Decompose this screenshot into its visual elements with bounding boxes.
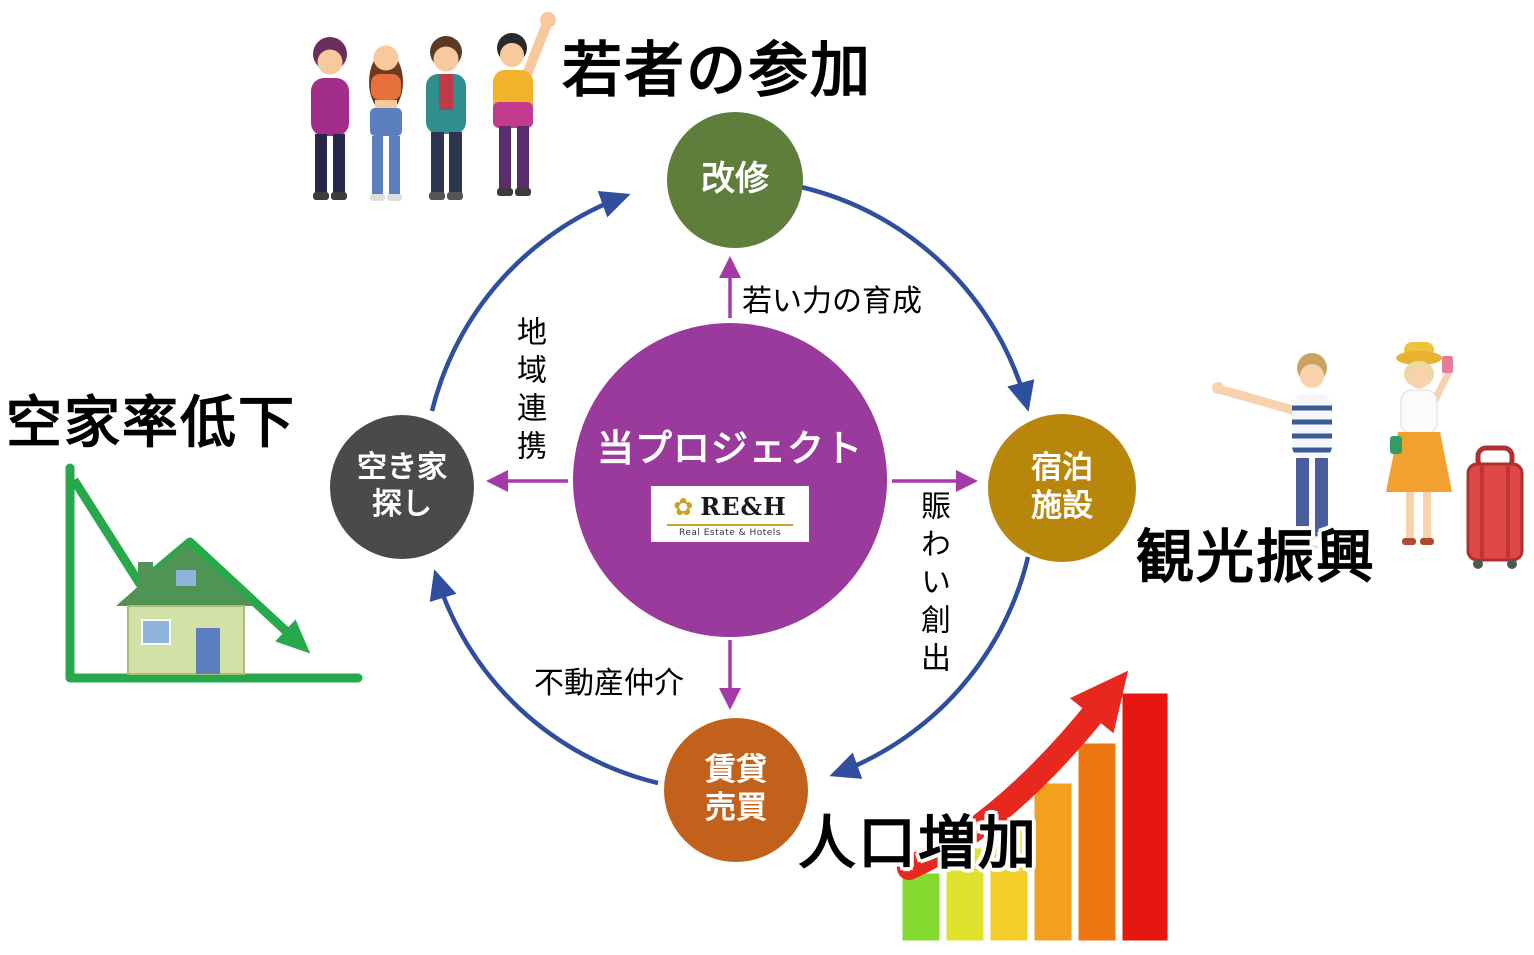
node-vacant-label-line2: 探し <box>372 487 432 522</box>
outcome-label-youth-participation: 若者の参加 <box>562 36 872 106</box>
population-growth-chart-illustration <box>897 670 1171 944</box>
node-renovation-label: 改修 <box>701 159 769 200</box>
node-vacant-house-search: 空き家 探し <box>330 415 474 559</box>
spoke-label-regional-cooperation: 地域連携 <box>511 316 546 468</box>
center-project-label: 当プロジェクト <box>597 427 863 470</box>
person-4-raised-fist <box>493 12 556 196</box>
outcome-label-vacancy-rate-decline: 空家率低下 <box>6 391 296 456</box>
tourist-woman-with-phone <box>1386 342 1453 545</box>
logo-subtitle: Real Estate & Hotels <box>678 528 782 538</box>
node-lodging-label-line1: 宿泊 <box>1031 450 1093 487</box>
growth-bars <box>899 690 1171 944</box>
node-vacant-label-line1: 空き家 <box>357 450 447 486</box>
arc-vacant-to-renovation <box>429 191 631 412</box>
flower-asterisk-icon: ✿ <box>673 492 694 521</box>
vacancy-decline-chart-illustration <box>65 463 363 683</box>
tourists-illustration <box>1212 342 1524 569</box>
node-renovation: 改修 <box>667 112 803 248</box>
spoke-arrows <box>486 256 978 710</box>
red-suitcase <box>1466 445 1524 569</box>
center-project-node: 当プロジェクト ✿ RE&H Real Estate & Hotels <box>573 323 887 637</box>
spoke-label-real-estate-brokerage: 不動産仲介 <box>534 666 684 701</box>
arc-rental-to-vacant <box>429 569 659 786</box>
cycle-arcs <box>429 184 1035 786</box>
growth-arrow <box>897 670 1129 880</box>
young-people-illustration <box>311 12 556 201</box>
arc-renovation-to-lodging <box>800 184 1035 412</box>
logo-brand-text: RE&H <box>700 492 787 521</box>
node-rental-sales: 賃貸 売買 <box>664 718 808 862</box>
person-3 <box>426 36 466 200</box>
logo-divider <box>667 524 793 526</box>
person-1 <box>311 37 349 200</box>
person-2 <box>369 45 403 201</box>
arc-lodging-to-rental <box>829 556 1031 779</box>
tourist-man-pointing <box>1212 353 1334 549</box>
node-lodging-label-line2: 施設 <box>1031 488 1093 524</box>
chart-axes <box>65 463 363 683</box>
node-lodging-facility: 宿泊 施設 <box>988 414 1136 562</box>
spoke-label-creating-liveliness: 賑わい創出 <box>915 490 950 680</box>
outcome-label-population-increase: 人口増加 <box>798 809 1039 877</box>
node-rental-label-line2: 売買 <box>705 790 767 826</box>
reh-logo: ✿ RE&H Real Estate & Hotels <box>651 486 809 542</box>
node-rental-label-line1: 賃貸 <box>705 752 767 789</box>
house-illustration <box>116 544 256 675</box>
outcome-label-tourism-promotion: 観光振興 <box>1136 523 1377 591</box>
spoke-label-youth-development: 若い力の育成 <box>742 284 922 319</box>
